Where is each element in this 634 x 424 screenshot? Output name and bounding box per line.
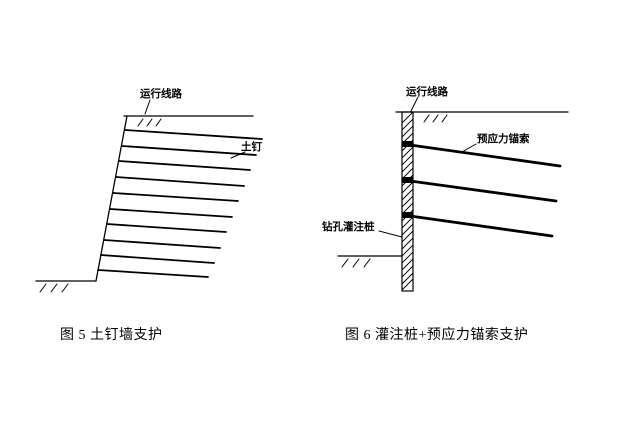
soil-nail (106, 223, 227, 233)
track-leader-line-right (410, 96, 419, 112)
track-label-right: 运行线路 (406, 85, 448, 98)
toe-ground-hatch (39, 283, 69, 293)
soil-nail-label: 土钉 (241, 140, 262, 153)
soil-nails (97, 129, 263, 278)
soil-nail-wall-diagram: 运行线路 土钉 (35, 87, 263, 293)
top-surface-hatch-right (423, 114, 448, 123)
anchor-cables (401, 142, 562, 238)
soil-nail (109, 208, 233, 218)
track-leader-line-left (144, 99, 151, 115)
soil-nail (118, 160, 251, 171)
anchor-cable-label: 预应力锚索 (477, 132, 530, 145)
slope-face-line (95, 115, 128, 282)
bored-pile-label: 钻孔灌注桩 (322, 220, 375, 233)
figure5-caption: 图 5 土钉墙支护 (60, 328, 163, 343)
pile-leader-line (378, 230, 403, 238)
anchor-cable (401, 178, 558, 203)
soil-nail (115, 176, 245, 187)
pile-anchor-diagram: 运行线路 预应力锚索 钻孔灌注桩 (322, 85, 569, 292)
base-ground-hatch (341, 258, 371, 268)
soil-nail (100, 254, 215, 264)
track-label-left: 运行线路 (140, 87, 182, 100)
soil-nail (121, 145, 257, 156)
pile-hatching (401, 111, 414, 291)
soil-nail (112, 192, 239, 202)
anchor-cable (401, 213, 554, 238)
soil-nail (103, 239, 221, 249)
bored-pile (401, 111, 414, 292)
figure6-caption: 图 6 灌注桩+预应力锚索支护 (345, 328, 529, 343)
anchor-cable (401, 142, 562, 168)
top-surface-hatch-left (137, 118, 162, 127)
soil-nail-leader-line (230, 151, 246, 159)
soil-nail (124, 129, 263, 140)
anchor-leader-line (461, 143, 477, 153)
soil-nail (97, 269, 209, 278)
